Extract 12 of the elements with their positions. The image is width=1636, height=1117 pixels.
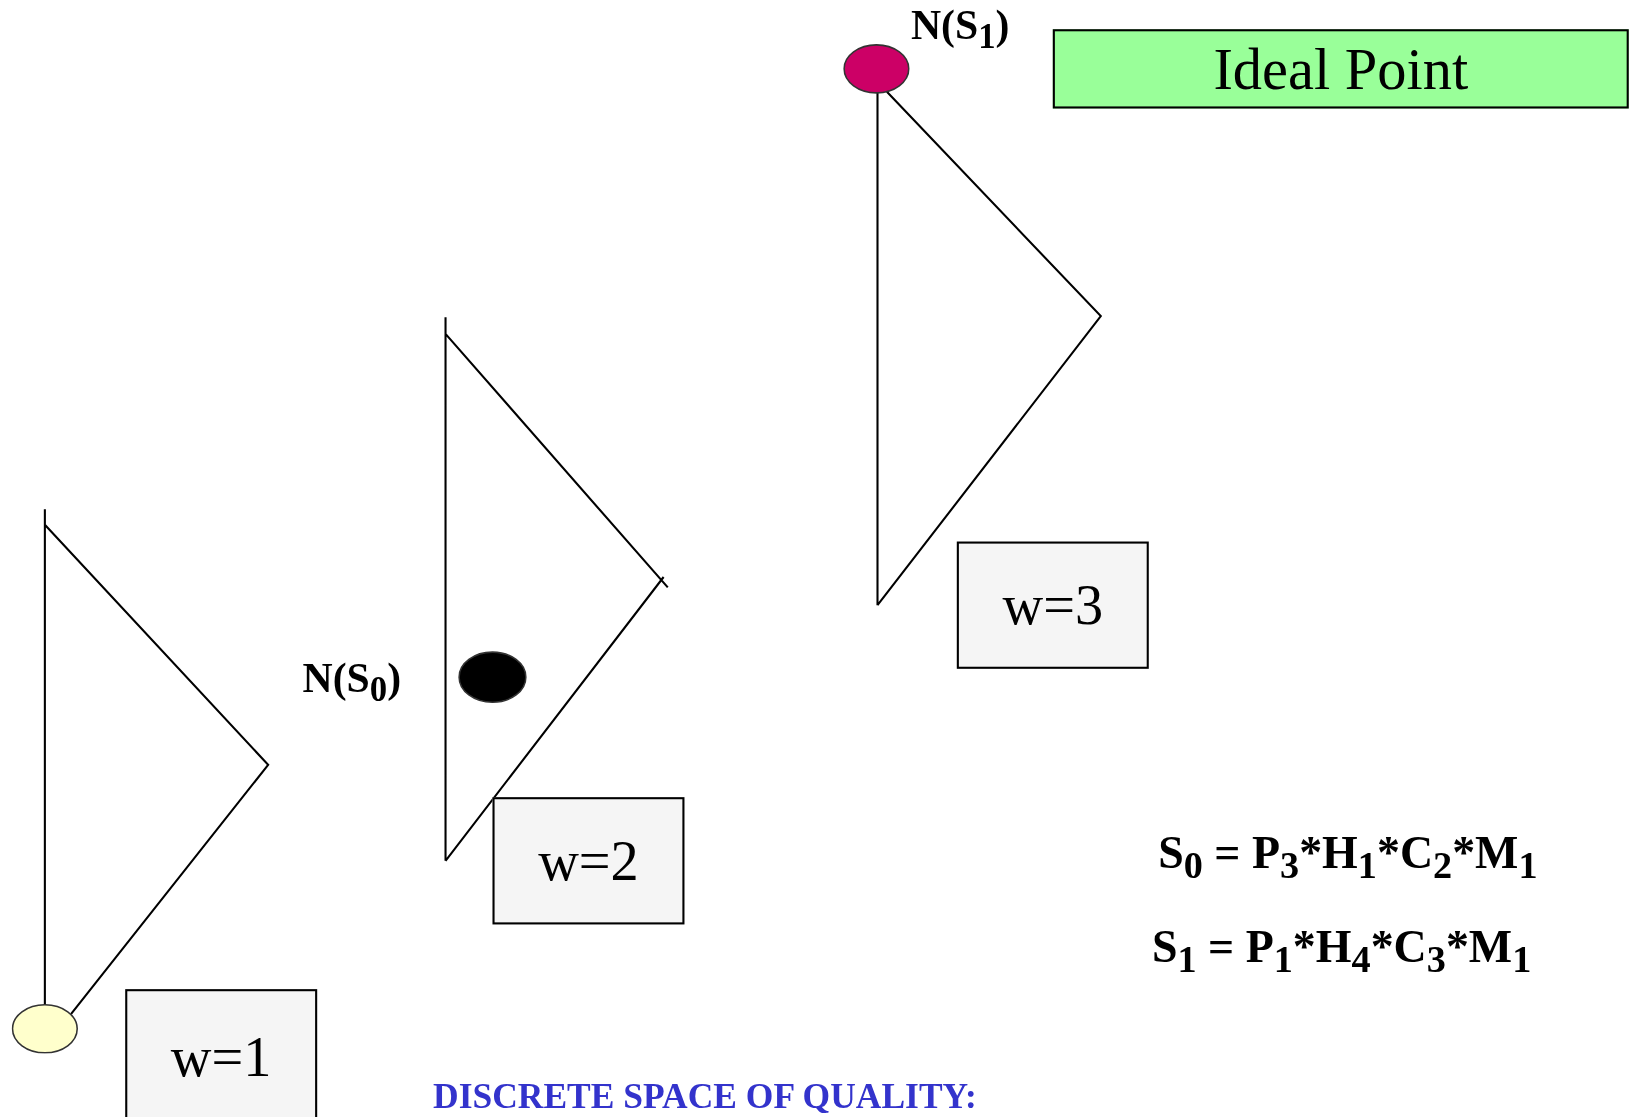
weight-box: w=1 <box>125 989 318 1117</box>
point-label: N(S$_{0}$) <box>302 653 402 710</box>
point-marker <box>843 43 910 94</box>
title-box: Ideal Point <box>1052 29 1629 109</box>
weight-box: w=2 <box>492 797 685 925</box>
point-marker <box>458 651 527 704</box>
weight-box: w=3 <box>956 541 1149 669</box>
formula-text: S$_{0}$ = P$_{3}$*H$_{1}$*C$_{2}$*M$_{1}$ <box>1158 826 1538 888</box>
heading-text: DISCRETE SPACE OF QUALITY: <box>433 1076 977 1117</box>
point-label: N(S$_{1}$) <box>910 0 1010 57</box>
point-marker <box>11 1003 79 1054</box>
formula-text: S$_{1}$ = P$_{1}$*H$_{4}$*C$_{3}$*M$_{1}$ <box>1151 920 1532 982</box>
